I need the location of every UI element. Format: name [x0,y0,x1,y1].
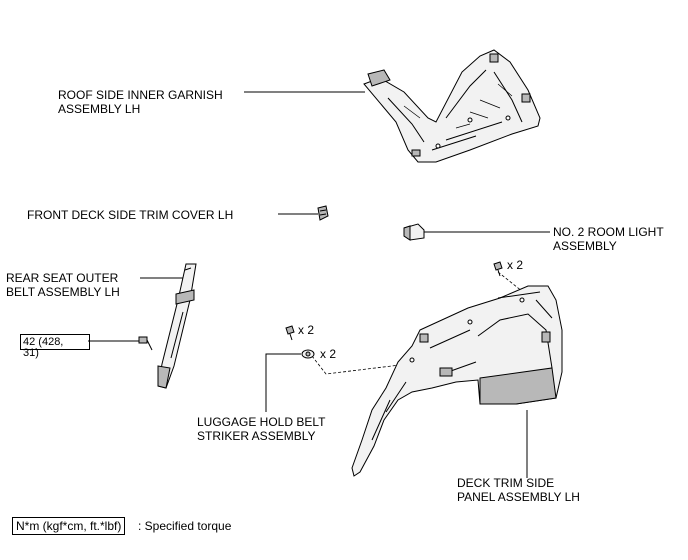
label-roof-side-inner-garnish: ROOF SIDE INNER GARNISH ASSEMBLY LH [58,88,223,116]
label-line: ASSEMBLY LH [58,102,141,116]
roof-side-inner-garnish [363,49,541,163]
no2-room-light [403,223,425,241]
label-line: FRONT DECK SIDE TRIM COVER LH [27,208,234,222]
rear-seat-outer-belt [157,263,197,389]
label-line: ROOF SIDE INNER GARNISH [58,88,223,102]
torque-callout-box: 42 (428, [20,334,90,350]
legend-torque-unit-box: N*m (kgf*cm, ft.*lbf) [12,517,126,535]
label-luggage-hold-belt-striker: LUGGAGE HOLD BELT STRIKER ASSEMBLY [197,415,325,443]
qty-striker-bolt: x 2 [298,323,315,337]
label-rear-seat-outer-belt: REAR SEAT OUTER BELT ASSEMBLY LH [6,271,120,299]
leader-striker [265,353,301,412]
label-line: BELT ASSEMBLY LH [6,285,120,299]
label-line: REAR SEAT OUTER [6,271,119,285]
label-line: NO. 2 ROOM LIGHT [553,225,664,239]
label-line: ASSEMBLY [553,239,617,253]
panel-clip [493,261,503,277]
label-line: PANEL ASSEMBLY LH [457,490,580,504]
label-deck-trim-side-panel: DECK TRIM SIDE PANEL ASSEMBLY LH [457,476,580,504]
qty-striker-nut: x 2 [320,347,337,361]
front-deck-side-trim-cover [317,205,329,221]
torque-value-tail: 31) [23,347,39,359]
label-line: LUGGAGE HOLD BELT [197,415,326,429]
leader-lines [88,91,550,478]
torque-value: 42 (428, [23,336,64,348]
striker-install-path [311,355,409,375]
striker-fasteners [285,325,315,359]
qty-panel-clip: x 2 [507,258,524,272]
label-front-deck-side-trim-cover: FRONT DECK SIDE TRIM COVER LH [27,208,233,222]
deck-trim-side-panel [351,285,563,477]
label-line: DECK TRIM SIDE [457,476,555,490]
seat-belt-anchor-bolt [138,336,153,351]
label-line: STRIKER ASSEMBLY [197,429,316,443]
label-no2-room-light: NO. 2 ROOM LIGHT ASSEMBLY [553,225,664,253]
legend-description: : Specified torque [138,519,232,533]
